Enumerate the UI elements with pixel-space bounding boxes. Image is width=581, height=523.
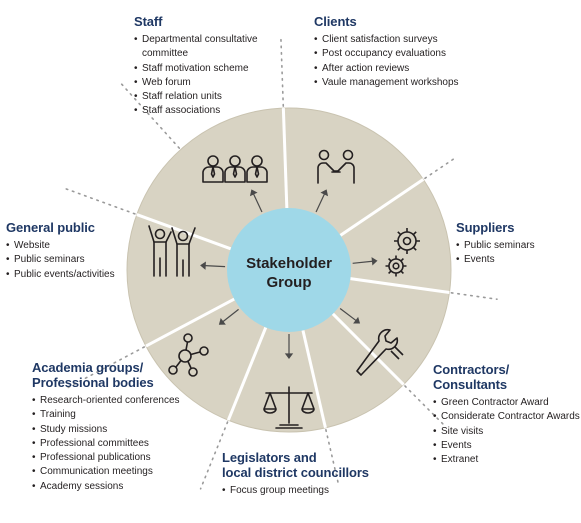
list-item: Focus group meetings	[222, 484, 402, 499]
arrow-shaft	[252, 193, 263, 213]
ring-divider	[226, 326, 268, 421]
group-suppliers: Suppliers Public seminars Events	[456, 220, 566, 268]
group-staff: Staff Departmental consultative committe…	[134, 14, 284, 119]
arrow-head	[320, 189, 329, 197]
list-item: Client satisfaction surveys	[314, 33, 484, 48]
list-staff: Departmental consultative committee Staf…	[134, 33, 284, 119]
arrow-head	[218, 318, 226, 325]
staff-people-icon	[202, 155, 268, 183]
arrow-head	[371, 257, 378, 266]
group-clients: Clients Client satisfaction surveys Post…	[314, 14, 484, 90]
arrows-group	[200, 189, 378, 359]
dotted-connector	[450, 292, 498, 301]
group-title-line: Legislators and	[222, 450, 317, 465]
scales-icon	[263, 386, 315, 429]
list-item: Website	[6, 239, 146, 254]
center-label: Stakeholder Group	[237, 254, 341, 292]
list-item: Staff motivation scheme	[134, 62, 284, 77]
list-item: Site visits	[433, 425, 579, 440]
arrow-head	[353, 316, 361, 324]
group-title-legislators: Legislators and local district councillo…	[222, 450, 402, 480]
group-title-general-public: General public	[6, 220, 95, 235]
list-item: Professional committees	[32, 437, 202, 452]
list-general-public: Website Public seminars Public events/ac…	[6, 239, 146, 282]
list-contractors: Green Contractor Award Considerate Contr…	[433, 396, 580, 468]
list-item: Research-oriented conferences	[32, 394, 202, 409]
dotted-connector	[119, 81, 181, 149]
list-item: Academy sessions	[32, 480, 202, 495]
wrench-icon	[356, 328, 404, 376]
list-item: Vaule management workshops	[314, 76, 484, 91]
group-academia: Academia groups/ Professional bodies Res…	[32, 360, 202, 494]
ring-divider	[339, 178, 425, 237]
ring-divider	[301, 330, 327, 429]
group-title-staff: Staff	[134, 14, 163, 29]
group-title-suppliers: Suppliers	[456, 220, 515, 235]
group-title-line: Professional bodies	[32, 375, 154, 390]
list-item: Communication meetings	[32, 465, 202, 480]
group-title-clients: Clients	[314, 14, 357, 29]
center-label-line2: Group	[266, 274, 312, 291]
dotted-connector	[199, 421, 229, 490]
group-general-public: General public Website Public seminars P…	[6, 220, 146, 282]
gears-icon	[385, 228, 420, 277]
list-item: Staff associations	[134, 104, 284, 119]
ring-divider	[145, 297, 235, 348]
group-title-line: local district councillors	[222, 465, 369, 480]
arrow-shaft	[205, 265, 226, 268]
arrow-shaft	[339, 308, 357, 322]
ring-divider	[281, 108, 289, 209]
group-title-academia: Academia groups/ Professional bodies	[32, 360, 202, 390]
list-item: Public seminars	[6, 253, 146, 268]
list-item: Departmental consultative committee	[134, 33, 284, 62]
list-clients: Client satisfaction surveys Post occupan…	[314, 33, 484, 90]
molecule-network-icon	[168, 333, 209, 377]
list-item: Training	[32, 408, 202, 423]
list-item: Public seminars	[456, 239, 566, 254]
list-item: Events	[456, 253, 566, 268]
list-item: Staff relation units	[134, 90, 284, 105]
group-legislators: Legislators and local district councillo…	[222, 450, 402, 499]
arrow-head	[200, 261, 206, 270]
list-item: Study missions	[32, 423, 202, 438]
dotted-connector	[424, 157, 456, 180]
list-item: Green Contractor Award	[433, 396, 579, 411]
list-academia: Research-oriented conferences Training S…	[32, 394, 202, 494]
list-legislators: Focus group meetings	[222, 484, 402, 499]
list-item: Public events/activities	[6, 268, 146, 283]
group-title-line: Academia groups/	[32, 360, 144, 375]
list-item: Professional publications	[32, 451, 202, 466]
list-suppliers: Public seminars Events	[456, 239, 566, 268]
ring-divider	[331, 312, 405, 386]
arrow-shaft	[222, 308, 239, 323]
dotted-connector	[62, 187, 136, 215]
center-label-line1: Stakeholder	[246, 255, 332, 272]
group-title-line: Consultants	[433, 377, 508, 392]
arrow-head	[249, 189, 258, 197]
cheering-people-icon	[148, 225, 196, 277]
dotted-connector	[67, 346, 145, 389]
group-title-contractors: Contractors/ Consultants	[433, 362, 579, 392]
arrow-shaft	[352, 260, 373, 264]
list-item: Post occupancy evaluations	[314, 47, 484, 62]
arrow-shaft	[315, 193, 326, 213]
list-item: After action reviews	[314, 62, 484, 77]
list-item: Extranet	[433, 453, 579, 468]
center-circle	[227, 208, 351, 332]
handshake-icon	[317, 149, 355, 184]
group-title-line: Contractors/	[433, 362, 510, 377]
list-item: Web forum	[134, 76, 284, 91]
group-contractors: Contractors/ Consultants Green Contracto…	[433, 362, 580, 468]
ring-divider	[350, 277, 450, 295]
list-item: Events	[433, 439, 579, 454]
arrow-head	[284, 353, 294, 359]
list-item: Considerate Contractor Awards	[433, 410, 580, 425]
